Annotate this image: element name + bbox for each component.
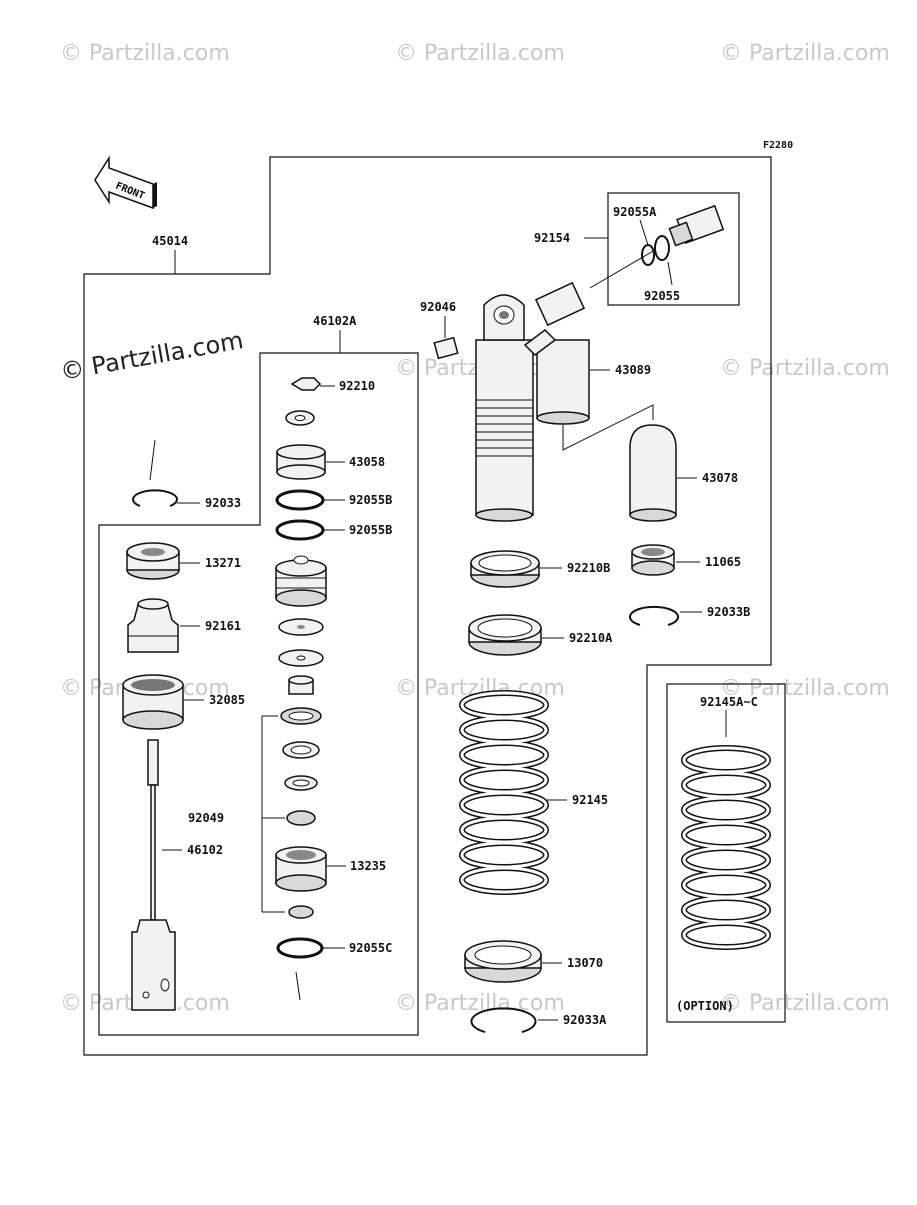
spring-nut-part bbox=[468, 614, 542, 656]
bump-rubber-part bbox=[127, 598, 179, 653]
label-11065: 11065 bbox=[705, 555, 741, 569]
label-13271: 13271 bbox=[205, 556, 241, 570]
o-ring-part bbox=[641, 244, 655, 266]
spring-part bbox=[288, 675, 314, 695]
label-13235: 13235 bbox=[350, 859, 386, 873]
label-92055B-2: 92055B bbox=[349, 523, 392, 537]
label-43058: 43058 bbox=[349, 455, 385, 469]
o-ring-part bbox=[276, 937, 324, 959]
bladder-part bbox=[629, 424, 677, 522]
label-92055B-1: 92055B bbox=[349, 493, 392, 507]
watermark: © Partzilla.com bbox=[720, 356, 890, 381]
label-92055C: 92055C bbox=[349, 941, 392, 955]
diagram-code: F2280 bbox=[763, 140, 793, 151]
seal-part bbox=[286, 810, 316, 826]
main-watermark: © Partzilla.com bbox=[58, 326, 245, 386]
watermark: © Partzilla.com bbox=[720, 991, 890, 1016]
circlip-part bbox=[470, 1007, 537, 1033]
circlip-part bbox=[629, 605, 679, 626]
label-43078: 43078 bbox=[702, 471, 738, 485]
cap-part bbox=[631, 544, 675, 576]
assembly-frame-92154 bbox=[607, 192, 740, 306]
label-92055A: 92055A bbox=[613, 205, 657, 219]
option-label: (OPTION) bbox=[676, 999, 734, 1013]
label-92210: 92210 bbox=[339, 379, 375, 393]
label-92033A: 92033A bbox=[563, 1013, 607, 1027]
assembly-frame-46102A bbox=[98, 352, 419, 1036]
piston-part bbox=[275, 555, 327, 607]
piston-rod-part bbox=[131, 739, 176, 1011]
watermark: © Partzilla.com bbox=[60, 41, 230, 66]
cap-part bbox=[122, 674, 184, 730]
watermark: © Partzilla.com bbox=[395, 41, 565, 66]
o-ring-part bbox=[654, 235, 670, 261]
label-92033: 92033 bbox=[205, 496, 241, 510]
label-92033B: 92033B bbox=[707, 605, 750, 619]
label-46102A: 46102A bbox=[313, 314, 357, 328]
collar-part bbox=[276, 444, 326, 480]
option-frame bbox=[666, 683, 786, 1023]
label-92210A: 92210A bbox=[569, 631, 613, 645]
label-92145A-C: 92145A~C bbox=[700, 695, 758, 709]
coil-spring-part bbox=[459, 690, 549, 895]
adjuster-part bbox=[668, 204, 725, 247]
label-92161: 92161 bbox=[205, 619, 241, 633]
label-92154: 92154 bbox=[534, 231, 570, 245]
watermark: © Partzilla.com bbox=[720, 676, 890, 701]
nut-part bbox=[290, 377, 322, 391]
label-13070: 13070 bbox=[567, 956, 603, 970]
circlip-part bbox=[132, 489, 178, 507]
spring-nut-part bbox=[470, 550, 540, 588]
shock-body-part bbox=[475, 294, 534, 522]
bearing-part bbox=[433, 336, 459, 360]
reservoir-part bbox=[523, 281, 590, 425]
label-46102: 46102 bbox=[187, 843, 223, 857]
spring-seat-part bbox=[464, 940, 542, 983]
front-arrow-icon: FRONT bbox=[94, 155, 157, 210]
plate-part bbox=[126, 542, 180, 580]
label-92049: 92049 bbox=[188, 811, 224, 825]
label-45014: 45014 bbox=[152, 234, 188, 248]
label-92145: 92145 bbox=[572, 793, 608, 807]
label-92046: 92046 bbox=[420, 300, 456, 314]
label-43089: 43089 bbox=[615, 363, 651, 377]
option-coil-spring-part bbox=[681, 745, 771, 950]
o-ring-part bbox=[275, 489, 325, 511]
bushing-part bbox=[275, 846, 327, 892]
watermark: © Partzilla.com bbox=[720, 41, 890, 66]
o-ring-part bbox=[275, 519, 325, 541]
label-92055: 92055 bbox=[644, 289, 680, 303]
assembly-frame-45014 bbox=[83, 156, 772, 1056]
label-92210B: 92210B bbox=[567, 561, 610, 575]
seal-part bbox=[288, 905, 314, 919]
label-32085: 32085 bbox=[209, 693, 245, 707]
